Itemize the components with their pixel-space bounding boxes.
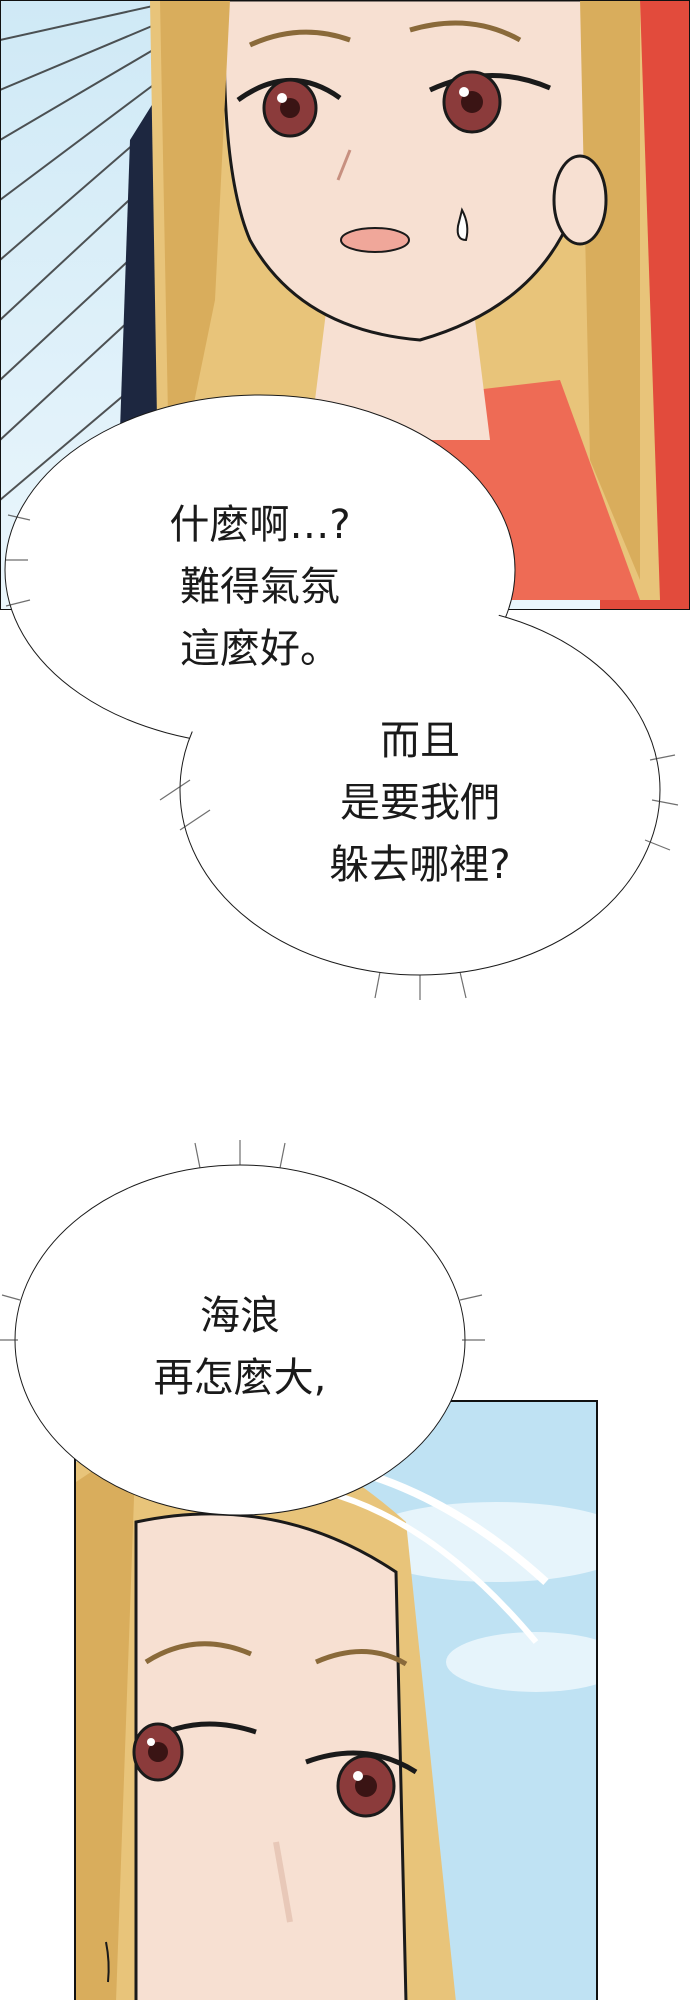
- bubble-second-text: 而且 是要我們 躲去哪裡?: [290, 710, 550, 896]
- eyes: [236, 70, 551, 138]
- bubble-second-line-1: 而且: [380, 718, 460, 764]
- bubble-third-text: 海浪 再怎麼大,: [110, 1285, 370, 1409]
- bubble-first-text: 什麼啊…? 難得氣氛 這麼好。: [120, 494, 400, 680]
- top-panel-art: [0, 0, 690, 610]
- bubble-first-line-1: 什麼啊…?: [169, 502, 351, 548]
- bubble-second-line-2: 是要我們: [340, 780, 500, 826]
- bubble-first-line-3: 這麼好。: [180, 626, 340, 672]
- bubble-spikes: [0, 514, 679, 1341]
- bubble-third-line-1: 海浪: [200, 1293, 280, 1339]
- bubble-first-second: [4, 394, 661, 976]
- bubble-third-line-2: 再怎麼大,: [153, 1355, 327, 1401]
- bubble-first-line-2: 難得氣氛: [180, 564, 340, 610]
- eyes-bottom: [132, 1721, 418, 1818]
- top-panel: [0, 0, 690, 610]
- bubble-second-line-3: 躲去哪裡?: [329, 842, 511, 888]
